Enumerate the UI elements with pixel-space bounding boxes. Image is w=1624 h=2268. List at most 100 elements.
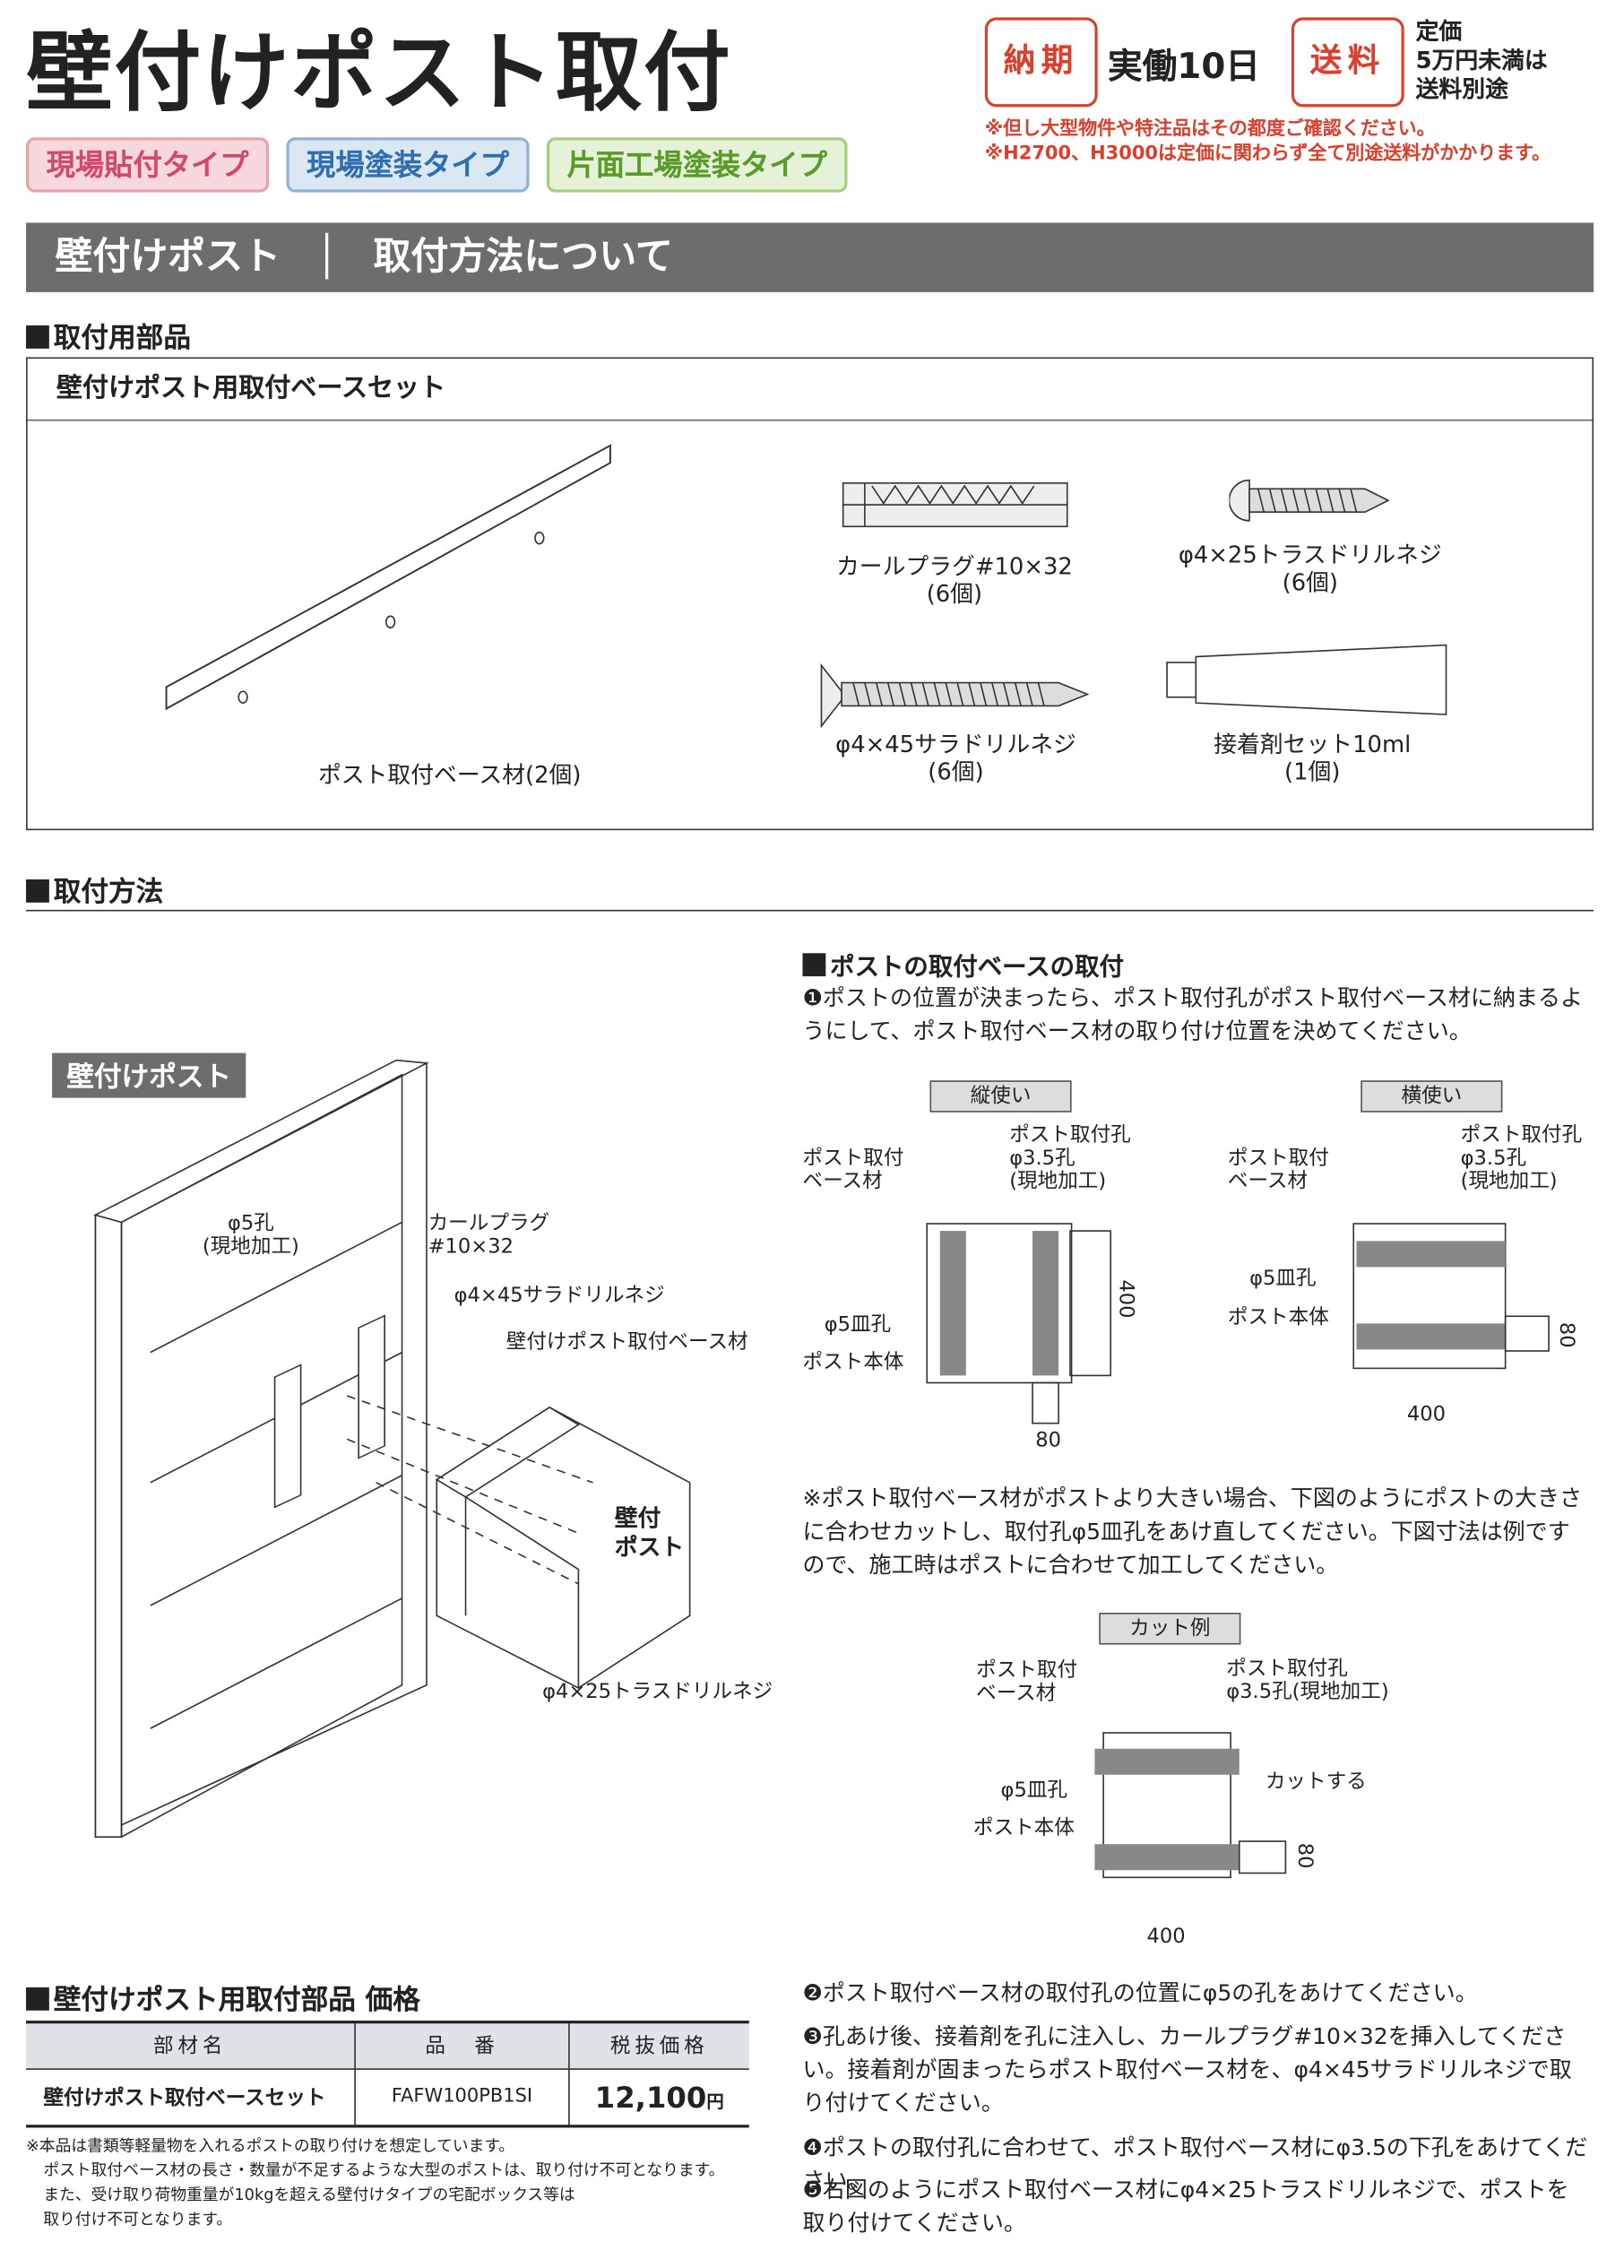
horizontal-diagram xyxy=(1352,1223,1550,1370)
page-title: 壁付けポスト取付 xyxy=(26,22,732,125)
label-line: ポスト取付 xyxy=(802,1147,904,1171)
v-base-label: ポスト取付ベース材 xyxy=(802,1147,903,1194)
col-code: 品 番 xyxy=(355,2021,570,2070)
shipping-line: 5万円未満は xyxy=(1415,46,1548,74)
part-adhesive-label: 接着剤セット10ml(1個) xyxy=(1200,731,1424,785)
step-1: ❶ポストの位置が決まったら、ポスト取付孔がポスト取付ベース材に納まるようにして、… xyxy=(802,984,1584,1044)
price-table: 部材名 品 番 税抜価格 壁付けポスト取付ベースセット FAFW100PB1SI… xyxy=(26,2021,749,2128)
horizontal-title: 横使い xyxy=(1361,1080,1503,1112)
cell-code: FAFW100PB1SI xyxy=(355,2068,570,2126)
v-dim-w: 80 xyxy=(1035,1429,1062,1452)
part-qty: (1個) xyxy=(1284,757,1341,786)
price-note: ポスト取付ベース材の長さ・数量が不足するような大型のポストは、取り付け不可となり… xyxy=(43,2160,725,2180)
v-dim-h: 400 xyxy=(1113,1279,1137,1319)
cell-name: 壁付けポスト取付ベースセット xyxy=(26,2068,356,2126)
sub-heading: ポストの取付ベースの取付 xyxy=(802,946,1124,982)
price-unit: 円 xyxy=(706,2091,724,2112)
label-screw45: φ4×45サラドリルネジ xyxy=(454,1284,665,1308)
label-line: ベース材 xyxy=(802,1170,883,1194)
base-plate-illustration xyxy=(165,444,611,711)
plug-icon xyxy=(842,482,1068,528)
parts-heading: 取付用部品 xyxy=(26,316,191,356)
part-name: φ4×25トラスドリルネジ xyxy=(1178,541,1442,569)
c-dim-w: 400 xyxy=(1146,1925,1186,1949)
step-4: ❹ポストの取付孔に合わせて、ポスト取付ベース材にφ3.5の下孔をあけてください。 xyxy=(802,2134,1588,2194)
part-qty: (6個) xyxy=(1282,568,1339,596)
cut-title: カット例 xyxy=(1099,1613,1241,1645)
c-dim-h: 80 xyxy=(1292,1842,1317,1869)
label-hole: φ5孔(現地加工) xyxy=(203,1212,299,1259)
label-line: ポスト取付孔 xyxy=(1009,1123,1131,1147)
c-cut-label: カットする xyxy=(1265,1770,1367,1794)
h-body-label: ポスト本体 xyxy=(1227,1305,1329,1329)
h-dim-w: 400 xyxy=(1406,1403,1447,1426)
label-line: φ3.5孔(現地加工) xyxy=(1226,1680,1389,1704)
part-plug-label: カールプラグ#10×32(6個) xyxy=(832,552,1077,607)
vertical-title: 縦使い xyxy=(929,1080,1072,1112)
label-line: ベース材 xyxy=(1227,1170,1309,1194)
price-note: ※本品は書類等軽量物を入れるポストの取り付けを想定しています。 xyxy=(26,2136,515,2156)
label-line: (現地加工) xyxy=(202,1234,299,1259)
band-right: 取付方法について xyxy=(373,236,673,280)
step-5: ❺右図のようにポスト取付ベース材にφ4×25トラスドリルネジで、ポストを取り付け… xyxy=(802,2177,1569,2237)
parts-box-title: 壁付けポスト用取付ベースセット xyxy=(27,359,1593,421)
price-note: 取り付け不可となります。 xyxy=(43,2210,233,2229)
delivery-value: 実働10日 xyxy=(1107,46,1261,87)
truss-screw-icon xyxy=(1229,479,1390,522)
label-line: (現地加工) xyxy=(1009,1170,1107,1194)
shipping-label: 送料 xyxy=(1291,17,1404,108)
divider xyxy=(26,909,1594,912)
tag-site-painted: 現場塗装タイプ xyxy=(286,137,530,193)
tag-factory-painted: 片面工場塗装タイプ xyxy=(546,137,848,193)
label-line: ポスト xyxy=(614,1533,685,1561)
part-name: φ4×45サラドリルネジ xyxy=(835,730,1076,758)
c-body-label: ポスト本体 xyxy=(972,1816,1075,1840)
header-note: ※H2700、H3000は定価に関わらず全て別途送料がかかります。 xyxy=(984,143,1551,165)
price-notes: ※本品は書類等軽量物を入れるポストの取り付けを想定しています。 ポスト取付ベース… xyxy=(26,2134,724,2232)
diagram-tag: 壁付けポスト xyxy=(52,1052,246,1098)
part-qty: (6個) xyxy=(926,580,983,608)
label-line: ベース材 xyxy=(976,1682,1057,1706)
v-sara-label: φ5皿孔 xyxy=(824,1313,892,1337)
table-row: 壁付けポスト取付ベースセット FAFW100PB1SI 12,100円 xyxy=(26,2068,749,2126)
label-screw25: φ4×25トラスドリルネジ xyxy=(542,1680,773,1704)
part-sara-label: φ4×45サラドリルネジ(6個) xyxy=(818,731,1093,785)
v-body-label: ポスト本体 xyxy=(802,1351,904,1374)
section-band: 壁付けポスト 取付方法について xyxy=(26,222,1594,292)
delivery-label: 納期 xyxy=(984,17,1098,108)
h-base-label: ポスト取付ベース材 xyxy=(1228,1147,1329,1194)
label-plug: カールプラグ#10×32 xyxy=(428,1212,550,1259)
c-sara-label: φ5皿孔 xyxy=(1000,1779,1068,1803)
label-line: #10×32 xyxy=(428,1234,514,1259)
price-value: 12,100 xyxy=(594,2079,707,2115)
part-base-label: ポスト取付ベース材(2個) xyxy=(317,760,582,789)
label-line: (現地加工) xyxy=(1460,1170,1558,1194)
label-line: ポスト取付 xyxy=(1227,1147,1329,1171)
h-sara-label: φ5皿孔 xyxy=(1249,1267,1317,1291)
cut-diagram xyxy=(1094,1732,1287,1879)
part-name: カールプラグ#10×32 xyxy=(835,552,1073,581)
cut-note: ※ポスト取付ベース材がポストより大きい場合、下図のようにポストの大きさに合わせカ… xyxy=(802,1485,1583,1579)
label-line: ポスト取付孔 xyxy=(1226,1658,1348,1681)
header-note: ※但し大型物件や特注品はその都度ご確認ください。 xyxy=(984,118,1436,141)
tag-site-applied: 現場貼付タイプ xyxy=(26,137,270,193)
shipping-line: 送料別途 xyxy=(1415,74,1508,103)
method-heading: 取付方法 xyxy=(26,870,164,910)
label-line: 壁付 xyxy=(614,1504,661,1532)
label-line: カールプラグ xyxy=(428,1212,550,1235)
label-line: ポスト取付 xyxy=(976,1658,1078,1683)
label-line: φ3.5孔 xyxy=(1460,1147,1527,1171)
col-name: 部材名 xyxy=(26,2021,356,2070)
install-diagram xyxy=(93,1059,691,1839)
countersunk-screw-icon xyxy=(820,662,1090,729)
table-header: 部材名 品 番 税抜価格 xyxy=(26,2021,749,2070)
band-left: 壁付けポスト xyxy=(55,236,281,280)
h-dim-h: 80 xyxy=(1554,1321,1578,1348)
part-qty: (6個) xyxy=(928,757,984,786)
vertical-diagram xyxy=(926,1223,1111,1424)
step-3: ❸孔あけ後、接着剤を孔に注入し、カールプラグ#10×32を挿入してください。接着… xyxy=(802,2023,1572,2117)
part-name: 接着剤セット10ml xyxy=(1214,730,1412,758)
part-truss-label: φ4×25トラスドリルネジ(6個) xyxy=(1174,541,1446,595)
